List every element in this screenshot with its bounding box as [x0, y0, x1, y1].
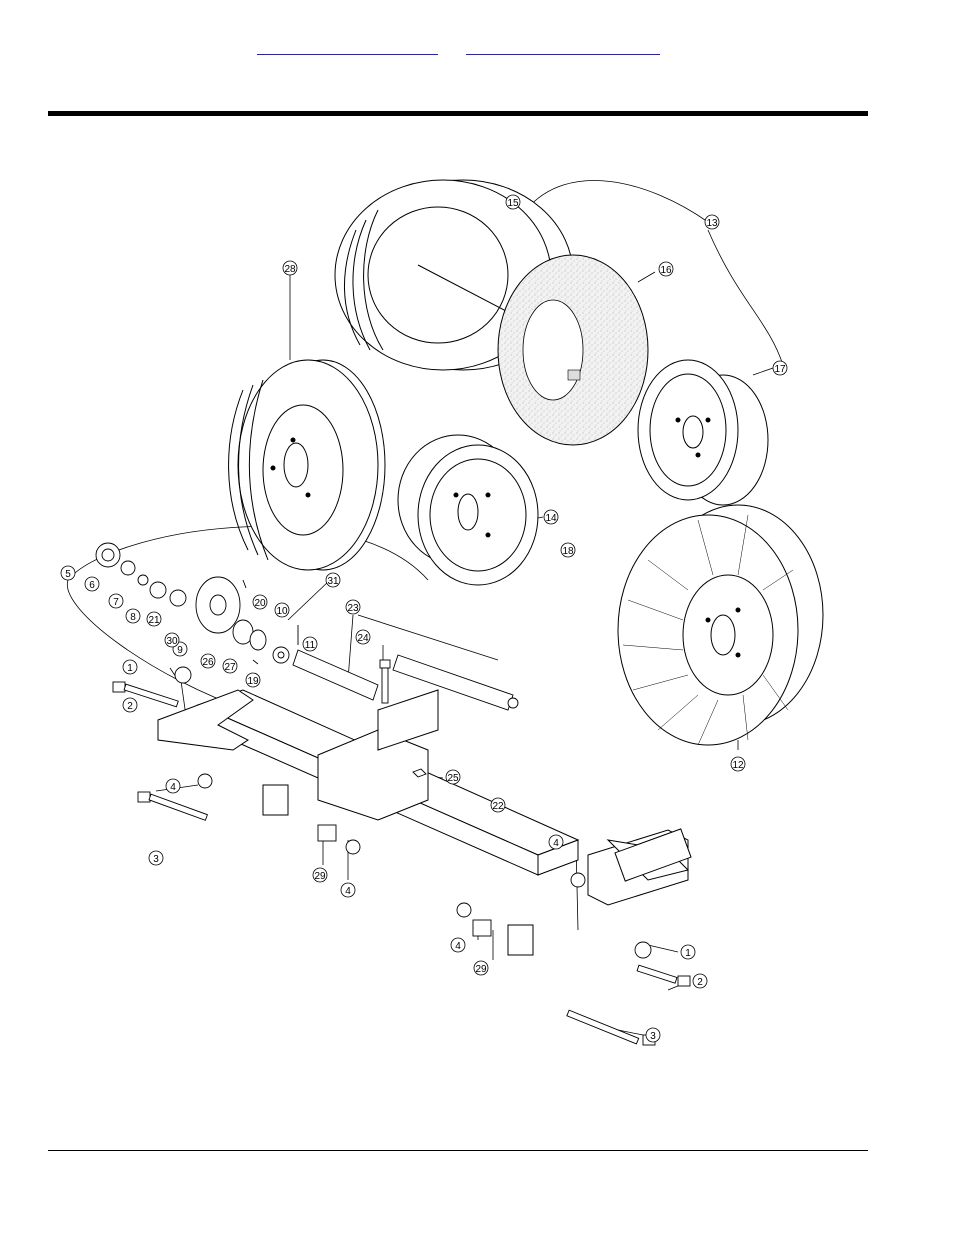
- callout-1b-text: 1: [685, 948, 691, 959]
- diagram-svg: 1 1 2 2 3 3 4 4 4 4 5 6 7 8 9 10 11 12 1…: [60, 179, 824, 1046]
- callout-9-text: 9: [177, 645, 183, 656]
- callout-3a-text: 3: [153, 854, 159, 865]
- callout-25-text: 25: [447, 773, 459, 784]
- callout-16: [658, 261, 674, 277]
- callout-4c-text: 4: [455, 941, 461, 952]
- callout-29a-text: 29: [314, 871, 326, 882]
- callout-26-text: 26: [202, 657, 214, 668]
- axle-frame-22: [157, 689, 692, 956]
- nav-link-2[interactable]: [466, 40, 660, 55]
- callout-11-text: 11: [305, 640, 316, 651]
- callout-8-text: 8: [130, 612, 136, 623]
- callout-10-text: 10: [276, 606, 288, 617]
- callout-4d: [548, 834, 564, 850]
- callout-20-text: 20: [254, 598, 266, 609]
- callout-4a-text: 4: [170, 782, 176, 793]
- callout-23-text: 23: [347, 603, 359, 614]
- callout-28-text: 28: [284, 264, 296, 275]
- callout-2a-text: 2: [127, 701, 133, 712]
- rim-14: [397, 434, 539, 586]
- callout-23: [345, 599, 361, 615]
- callout-4d-text: 4: [553, 838, 559, 849]
- callout-22: [490, 797, 506, 813]
- callout-5: [60, 565, 76, 581]
- callout-14-text: 14: [545, 513, 557, 524]
- callout-13-text: 13: [706, 218, 718, 229]
- callout-27-text: 27: [224, 662, 236, 673]
- callout-22-text: 22: [492, 801, 504, 812]
- callout-8: [125, 608, 141, 624]
- callout-14: [543, 509, 559, 525]
- callout-6-text: 6: [89, 580, 95, 591]
- callout-17-text: 17: [774, 364, 786, 375]
- header-rule: [48, 111, 868, 116]
- callout-29b: [473, 960, 489, 976]
- hub-assembly: [95, 542, 299, 665]
- footer-rule: [48, 1150, 868, 1151]
- callout-30-text: 30: [166, 636, 178, 647]
- callout-25: [445, 769, 461, 785]
- callout-20: [252, 594, 268, 610]
- callout-2b: [692, 973, 708, 989]
- callout-5-text: 5: [65, 569, 71, 580]
- callout-24-text: 24: [357, 633, 369, 644]
- callout-2b-text: 2: [697, 977, 703, 988]
- callout-21-text: 21: [148, 615, 160, 626]
- callout-12: [730, 756, 746, 772]
- nav-link-1[interactable]: [257, 40, 438, 55]
- callout-4b-text: 4: [345, 886, 351, 897]
- callout-1a-text: 1: [127, 663, 133, 674]
- callout-3b: [645, 1027, 661, 1043]
- callout-18-text: 18: [562, 546, 574, 557]
- callout-27: [222, 658, 238, 674]
- callout-31-text: 31: [327, 576, 339, 587]
- rim-17: [637, 359, 769, 506]
- callout-16-text: 16: [660, 265, 672, 276]
- callout-19: [245, 672, 261, 688]
- tube-16: [497, 254, 649, 446]
- callout-3b-text: 3: [650, 1031, 656, 1042]
- callout-19-text: 19: [247, 676, 259, 687]
- callout-4b: [340, 882, 356, 898]
- callout-circles: [60, 194, 788, 1043]
- bolt-24: [379, 659, 391, 704]
- tire-12: [617, 504, 824, 746]
- callout-4c: [450, 937, 466, 953]
- callout-4a: [165, 778, 181, 794]
- callout-3a: [148, 850, 164, 866]
- callout-26: [200, 653, 216, 669]
- callout-28: [282, 260, 298, 276]
- callout-1a: [122, 659, 138, 675]
- callout-15-text: 15: [507, 198, 519, 209]
- callout-29a: [312, 867, 328, 883]
- callout-2a: [122, 697, 138, 713]
- callout-29b-text: 29: [475, 964, 487, 975]
- exploded-parts-diagram: 1 1 2 2 3 3 4 4 4 4 5 6 7 8 9 10 11 12 1…: [48, 150, 848, 1080]
- callout-24: [355, 629, 371, 645]
- spindles-23: [292, 649, 519, 711]
- callout-13: [704, 214, 720, 230]
- callout-6: [84, 576, 100, 592]
- callout-10: [274, 602, 290, 618]
- callout-30: [164, 632, 180, 648]
- tire-28: [228, 359, 386, 571]
- callout-7-text: 7: [113, 597, 119, 608]
- callout-18: [560, 542, 576, 558]
- callout-7: [108, 593, 124, 609]
- callout-15: [505, 194, 521, 210]
- callout-21: [146, 611, 162, 627]
- callout-numbers: 1 1 2 2 3 3 4 4 4 4 5 6 7 8 9 10 11 12 1…: [65, 198, 786, 1042]
- callout-17: [772, 360, 788, 376]
- callout-1b: [680, 944, 696, 960]
- callout-12-text: 12: [732, 760, 744, 771]
- callout-31: [325, 572, 341, 588]
- callout-11: [302, 636, 318, 652]
